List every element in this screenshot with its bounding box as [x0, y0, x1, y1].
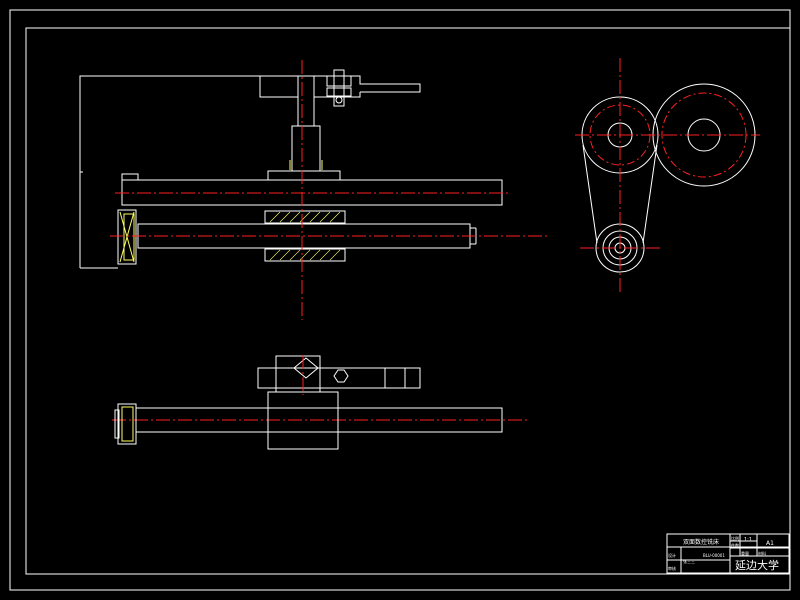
scale-label: 比例	[731, 535, 739, 541]
designer-value: 张三三	[683, 558, 695, 564]
checker-label: 审核	[668, 565, 676, 571]
top-view	[112, 355, 530, 450]
material-label: 材料	[758, 550, 766, 556]
title-block: 双面数控铣床 比例 1:1 A1 件数 BLU-00001 设计 张三三 材料 …	[666, 533, 790, 574]
drawing-name: 双面数控铣床	[683, 538, 719, 546]
drawing-number: BLU-00001	[703, 553, 725, 558]
quantity-label: 件数	[731, 542, 739, 548]
weight-label: 重量	[741, 550, 749, 556]
designer-label: 设计	[668, 552, 676, 558]
sheet-size: A1	[766, 540, 774, 547]
side-view-pulleys	[575, 58, 760, 295]
scale-value: 1:1	[744, 537, 752, 543]
inner-frame	[25, 27, 791, 575]
outer-frame	[9, 9, 791, 591]
university-name: 延边大学	[735, 558, 779, 572]
front-view	[79, 60, 550, 320]
